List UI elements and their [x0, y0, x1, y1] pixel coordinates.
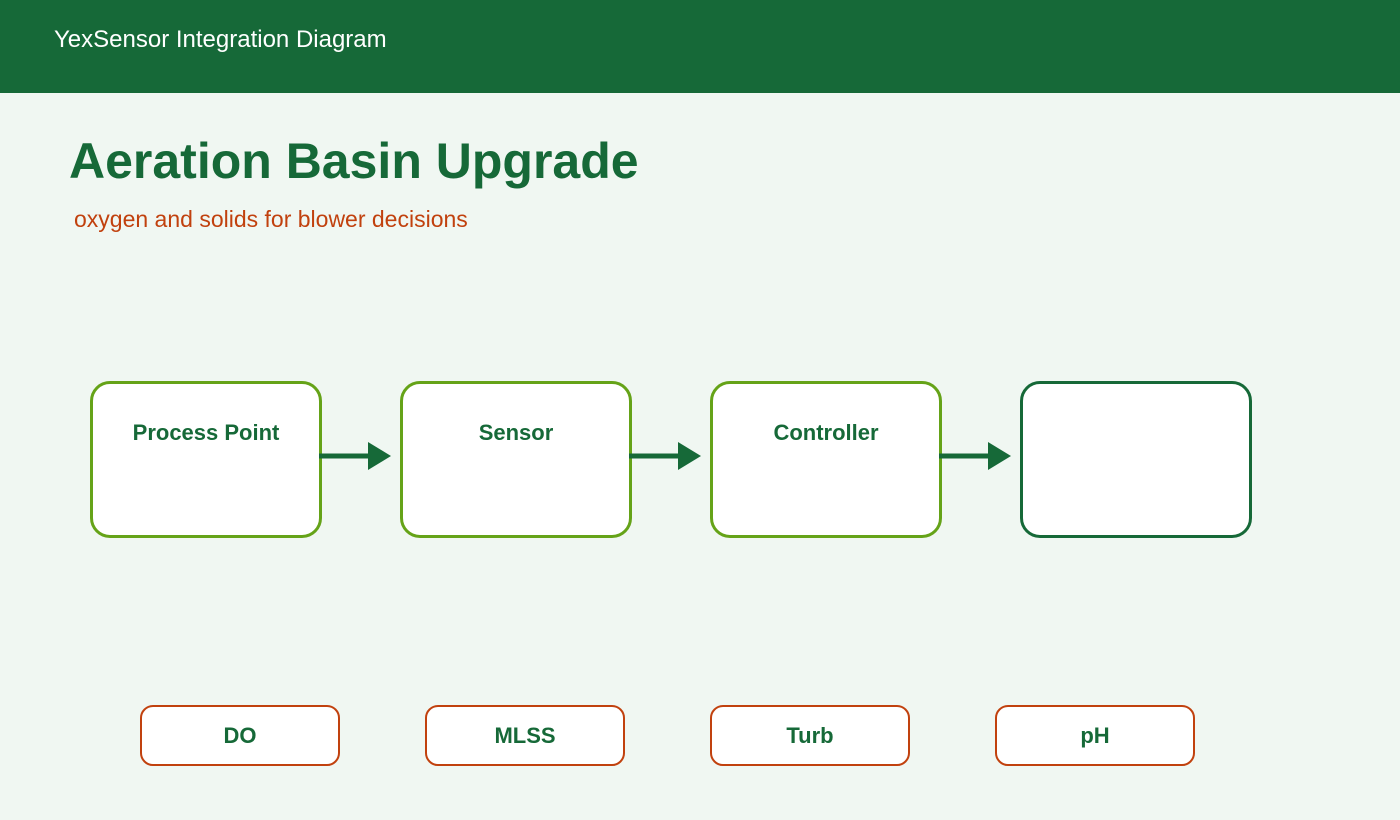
parameter-label: pH [1080, 723, 1110, 748]
node-controller: Controller [710, 381, 942, 538]
node-label: Sensor [478, 420, 554, 445]
page-title: Aeration Basin Upgrade [69, 133, 639, 189]
parameter-label: DO [223, 723, 257, 748]
parameter-tag-mlss: MLSS [425, 705, 625, 766]
parameter-tag-turb: Turb [710, 705, 910, 766]
parameter-label: MLSS [494, 723, 556, 748]
node-label: Process Point [132, 420, 280, 445]
node-sensor: Sensor [400, 381, 632, 538]
node-output [1020, 381, 1252, 538]
app-title: YexSensor Integration Diagram [54, 26, 387, 53]
node-label: Controller [773, 420, 879, 445]
parameter-tag-ph: pH [995, 705, 1195, 766]
header-bar: YexSensor Integration Diagram [0, 0, 1400, 93]
parameter-tag-do: DO [140, 705, 340, 766]
page-subtitle: oxygen and solids for blower decisions [74, 206, 468, 232]
arrow-right-icon [319, 442, 391, 470]
node-process-point: Process Point [90, 381, 322, 538]
arrow-right-icon [939, 442, 1011, 470]
parameter-label: Turb [786, 723, 834, 748]
arrow-right-icon [629, 442, 701, 470]
